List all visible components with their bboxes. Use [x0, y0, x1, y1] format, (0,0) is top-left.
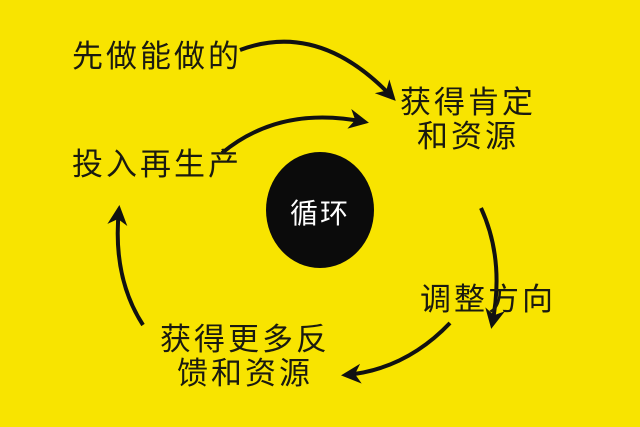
arrow-recognition-to-adjust	[479, 207, 505, 329]
node-reinvest: 投入再生产	[72, 147, 242, 183]
node-more-feedback: 获得更多反 馈和资源	[160, 323, 330, 391]
arrow-start-to-recognition	[239, 39, 396, 101]
node-recognition: 获得肯定 和资源	[400, 86, 536, 154]
arrow-reinvest-to-recognition	[220, 109, 369, 155]
node-start: 先做能做的	[72, 39, 242, 75]
node-recognition-line1: 获得肯定	[400, 85, 536, 121]
arrow-feedback-to-reinvest	[107, 205, 145, 327]
node-more-feedback-line2: 馈和资源	[177, 356, 313, 392]
center-label: 循环	[289, 197, 350, 230]
node-adjust: 调整方向	[420, 282, 556, 318]
node-more-feedback-line1: 获得更多反	[160, 322, 330, 358]
center-circle: 循环	[266, 152, 374, 268]
node-recognition-line2: 和资源	[417, 119, 519, 155]
arrow-adjust-to-feedback	[341, 321, 452, 384]
